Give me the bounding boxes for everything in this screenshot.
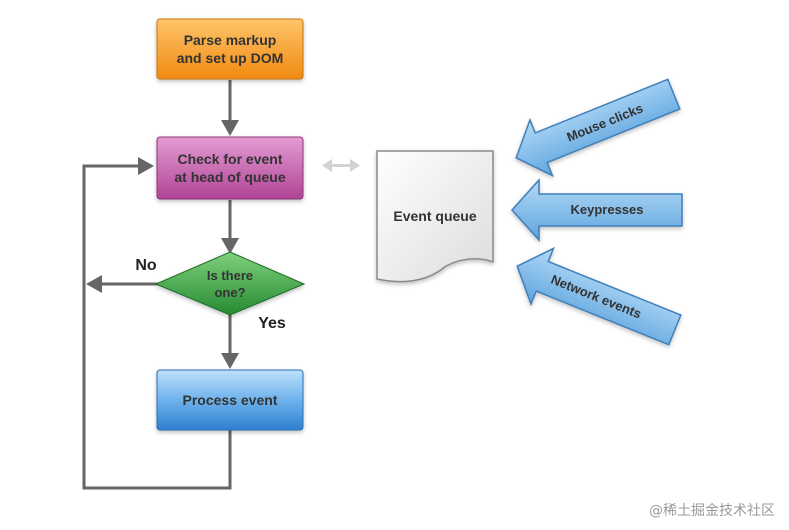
arrowhead-to-check — [221, 120, 239, 136]
source-arrows — [510, 78, 683, 346]
keypresses-arrow-icon — [510, 178, 683, 242]
decision-diamond — [154, 251, 306, 316]
mouse-clicks-arrow-icon — [515, 78, 681, 178]
connector-arrowheads — [86, 120, 239, 369]
process-event-box — [156, 369, 304, 431]
arrowhead-to-decision — [221, 238, 239, 254]
network-events-arrow-icon — [516, 246, 682, 346]
watermark: @稀土掘金技术社区 — [649, 503, 775, 519]
arrowhead-loop-to-check — [138, 157, 154, 175]
loop-back-line — [82, 164, 232, 490]
connectors — [82, 80, 232, 490]
parse-markup-box — [156, 18, 304, 80]
check-event-box — [156, 136, 304, 200]
arrowhead-no-branch — [86, 275, 102, 293]
event-queue-document — [376, 150, 494, 283]
arrowhead-to-process — [221, 353, 239, 369]
double-arrow-icon — [322, 159, 360, 172]
